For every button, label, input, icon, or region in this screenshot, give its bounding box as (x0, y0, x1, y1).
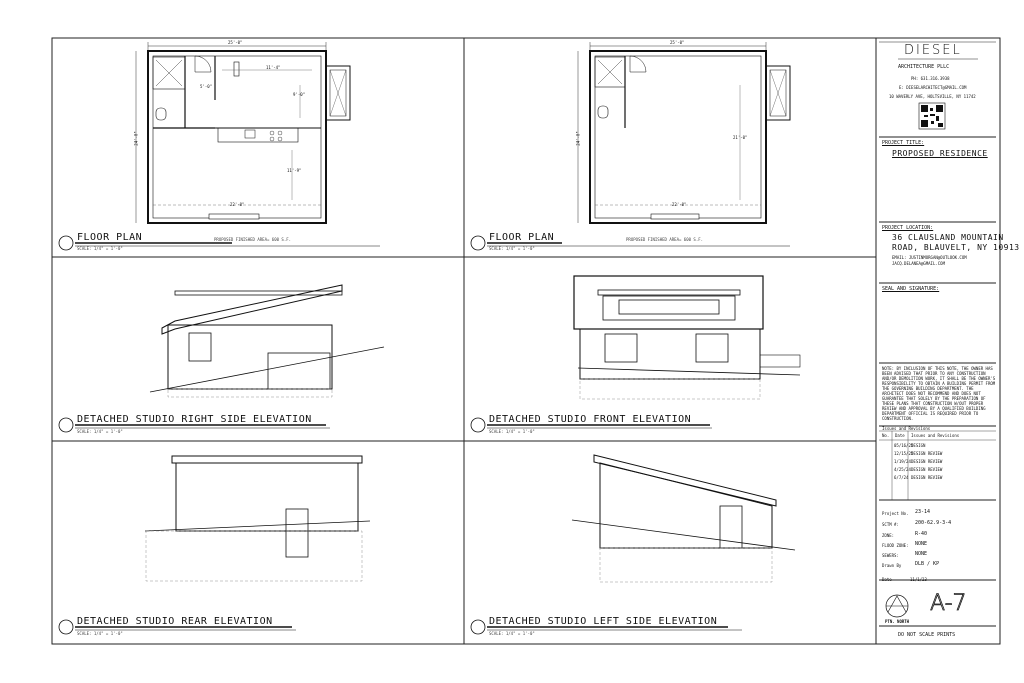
front-elevation-title: DETACHED STUDIO FRONT ELEVATION (489, 414, 692, 425)
note-line: DEPARTMENT OFFICIAL IS REQUIRED PRIOR TO (882, 411, 979, 416)
dim-overall-depth-2: 24'-0" (575, 131, 581, 146)
drawn-by-label: Drawn By (882, 563, 902, 568)
revisions-header-date: Date (895, 433, 905, 438)
floor-plan-1-scale: SCALE: 1/4" = 1'-0" (77, 246, 123, 251)
footer-note: DO NOT SCALE PRINTS (898, 632, 956, 638)
note-line: RESPONSIBILITY TO OBTAIN A BUILDING PERM… (882, 381, 996, 386)
sheet-number: A-7 (930, 591, 967, 616)
revisions-header-no: No. (882, 433, 890, 438)
rear-elevation-scale: SCALE: 1/4" = 1'-0" (77, 631, 123, 636)
note-line: THE GOVERNING BUILDING DEPARTMENT. THE (882, 386, 974, 391)
right-elevation-drawing (149, 284, 385, 398)
note-line: CONSTRUCTION. (882, 416, 914, 421)
dim-room-3: 11'-9" (287, 168, 302, 173)
rear-elevation-drawing (144, 455, 371, 582)
note-line: NOTE: BY INCLUSION OF THIS NOTE, THE OWN… (882, 366, 993, 371)
firm-email: E: DIESELARCHITECT@GMAIL.COM (899, 85, 967, 90)
seal-label: SEAL AND SIGNATURE: (882, 286, 940, 292)
right-elevation-scale: SCALE: 1/4" = 1'-0" (77, 429, 123, 434)
floor-plan-2-title: FLOOR PLAN (489, 232, 555, 243)
zone-value: R-40 (915, 531, 928, 537)
dim-overall-depth-1: 24'-0" (133, 131, 139, 146)
revision-desc: DESIGN REVIEW (911, 459, 943, 464)
north-arrow-icon (885, 594, 909, 618)
revision-date: 05/16/25 (894, 443, 914, 448)
rear-elevation-title: DETACHED STUDIO REAR ELEVATION (77, 616, 273, 627)
dim-overall-width-2: 25'-0" (670, 40, 685, 45)
date-label: Date (882, 577, 892, 582)
revision-date: 12/15/25 (894, 451, 914, 456)
note-line: AND/OR DEMOLITION WORK, IT SHALL BE THE … (882, 376, 996, 381)
project-title: PROPOSED RESIDENCE (892, 149, 988, 158)
left-elevation-drawing (571, 454, 796, 583)
dim-room-1: 11'-4" (266, 65, 281, 70)
dim-room-5: 5'-0" (200, 84, 213, 89)
front-elevation-scale: SCALE: 1/4" = 1'-0" (489, 429, 535, 434)
revision-date: 4/25/24 (894, 467, 911, 472)
drawn-by-value: DLB / KP (915, 561, 940, 567)
revision-desc: DESIGN REVIEW (911, 451, 943, 456)
note-line: REVIEW AND APPROVAL BY A QUALIFIED BUILD… (882, 406, 986, 411)
left-elevation-title: DETACHED STUDIO LEFT SIDE ELEVATION (489, 616, 718, 627)
zone-label: ZONE: (882, 533, 895, 538)
note-line: BEEN ADVISED THAT PRIOR TO ANY CONSTRUCT… (882, 371, 986, 376)
note-line: ARCHITECT DOES NOT RECOMMEND AND DOES NO… (882, 391, 981, 396)
project-title-label: PROJECT TITLE: (882, 140, 925, 146)
project-location-line2: ROAD, BLAUVELT, NY 10913 (892, 243, 1020, 252)
revisions-title: Issues and Revisions (882, 426, 931, 431)
note-line: GUARANTEE THAT SOLELY BY THE PREPARATION… (882, 396, 986, 401)
sheet-border (51, 37, 1001, 645)
sewers-value: NONE (915, 551, 928, 557)
revision-desc: DESIGN (911, 443, 926, 448)
dim-inner-width-2: 22'-0" (672, 202, 687, 207)
project-location-line1: 36 CLAUSLAND MOUNTAIN (892, 233, 1004, 242)
revisions-header-desc: Issues and Revisions (911, 433, 960, 438)
note-line: THESE PLANS THAT CONSTRUCTION W/OUT PROP… (882, 401, 984, 406)
front-elevation-drawing (573, 275, 801, 400)
revision-date: 1/19/24 (894, 459, 911, 464)
floor-plan-2-area: PROPOSED FINISHED AREA= 600 S.F. (626, 237, 704, 242)
project-email-2: JACQ.DELANEA@GMAIL.COM (892, 261, 945, 266)
dim-room-4: 21'-0" (733, 135, 748, 140)
project-no-label: Project No. (882, 511, 909, 516)
owner-note: NOTE: BY INCLUSION OF THIS NOTE, THE OWN… (882, 366, 995, 421)
date-value: 11/1/23 (910, 577, 927, 582)
right-elevation-title: DETACHED STUDIO RIGHT SIDE ELEVATION (77, 414, 312, 425)
revision-desc: DESIGN REVIEW (911, 475, 943, 480)
qr-code-icon (918, 102, 946, 130)
firm-name: DIESEL (904, 43, 962, 58)
dim-overall-width-1: 25'-0" (228, 40, 243, 45)
north-label: PTN. NORTH (885, 619, 910, 624)
floor-plan-1-area: PROPOSED FINISHED AREA= 600 S.F. (214, 237, 292, 242)
revision-desc: DESIGN REVIEW (911, 467, 943, 472)
floor-plan-1-drawing (135, 42, 351, 224)
firm-subtitle: ARCHITECTURE PLLC (898, 64, 950, 70)
firm-address: 10 WAVERLY AVE, HOLTSVILLE, NY 11742 (889, 94, 976, 99)
flood-zone-value: NONE (915, 541, 928, 547)
sewers-label: SEWERS: (882, 553, 899, 558)
revision-date: 6/7/24 (894, 475, 909, 480)
flood-zone-label: FLOOD ZONE: (882, 543, 909, 548)
floor-plan-2-scale: SCALE: 1/4" = 1'-0" (489, 246, 535, 251)
dim-room-2: 9'-0" (293, 92, 306, 97)
firm-phone: PH: 631.316.3938 (911, 76, 950, 81)
project-no-value: 23-14 (915, 509, 931, 515)
floor-plan-1-title: FLOOR PLAN (77, 232, 143, 243)
sctm-label: SCTM #: (882, 522, 899, 527)
sctm-value: 200-62.9-3-4 (915, 520, 952, 526)
project-location-label: PROJECT LOCATION: (882, 225, 934, 231)
dim-inner-width-1: 22'-0" (230, 202, 245, 207)
project-email-1: EMAIL: JUSTINMORGAN@OUTLOOK.COM (892, 255, 967, 260)
left-elevation-scale: SCALE: 1/4" = 1'-0" (489, 631, 535, 636)
floor-plan-2-drawing (577, 42, 791, 224)
